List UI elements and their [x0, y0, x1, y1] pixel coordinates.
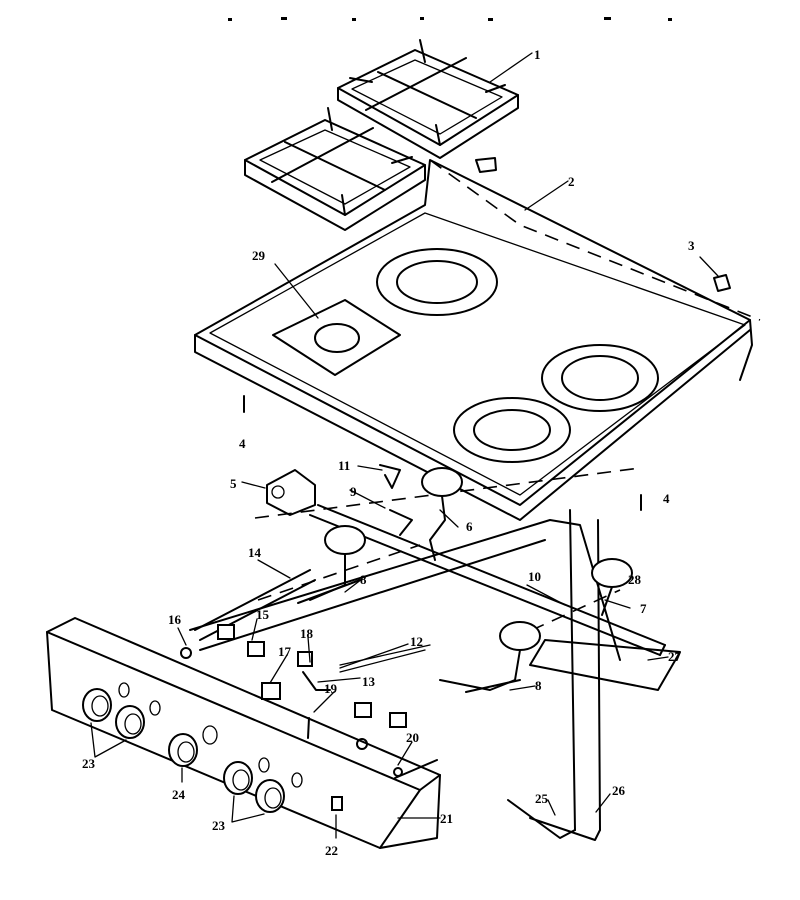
label-12: 12 — [410, 634, 423, 649]
label-22: 22 — [325, 843, 338, 858]
label-15: 15 — [256, 607, 270, 622]
burner-assembly — [180, 464, 681, 841]
burner-head-left — [309, 525, 366, 601]
label-8a: 8 — [360, 572, 367, 587]
burner-grate-right — [337, 39, 519, 159]
label-26: 26 — [612, 783, 626, 798]
knob-23d — [255, 779, 285, 813]
label-24: 24 — [172, 787, 186, 802]
burner-head-6 — [421, 467, 463, 561]
label-23b: 23 — [212, 818, 226, 833]
screw-4 — [243, 395, 642, 511]
label-10: 10 — [528, 569, 541, 584]
knob-23c — [223, 761, 253, 795]
burner-grate-left — [244, 107, 426, 231]
part-labels: 1 2 3 29 4 4 5 6 7 8 8 9 10 11 12 13 14 … — [82, 47, 695, 858]
label-11: 11 — [338, 458, 350, 473]
leader-lines — [90, 52, 719, 839]
label-2: 2 — [568, 174, 575, 189]
burner-head-front — [439, 621, 541, 691]
label-17: 17 — [278, 644, 292, 659]
knob-24 — [168, 733, 198, 767]
label-18: 18 — [300, 626, 314, 641]
label-8b: 8 — [535, 678, 542, 693]
label-23a: 23 — [82, 756, 96, 771]
label-7: 7 — [640, 601, 647, 616]
label-4b: 4 — [663, 491, 670, 506]
label-4a: 4 — [239, 436, 246, 451]
scan-specks — [228, 17, 672, 21]
label-28: 28 — [628, 572, 642, 587]
label-13: 13 — [362, 674, 376, 689]
label-25: 25 — [535, 791, 549, 806]
label-14: 14 — [248, 545, 262, 560]
label-3: 3 — [688, 238, 695, 253]
knob-23a — [82, 688, 112, 722]
label-19: 19 — [324, 681, 338, 696]
label-6: 6 — [466, 519, 473, 534]
label-27: 27 — [668, 649, 682, 664]
label-21: 21 — [440, 811, 453, 826]
knob-23b — [115, 705, 145, 739]
label-20: 20 — [406, 730, 419, 745]
label-5: 5 — [230, 476, 237, 491]
label-1: 1 — [534, 47, 541, 62]
bracket-3 — [475, 157, 731, 292]
label-29: 29 — [252, 248, 266, 263]
cooktop-panel — [194, 159, 761, 521]
label-16: 16 — [168, 612, 182, 627]
control-panel — [46, 617, 441, 849]
regulator-5 — [266, 469, 316, 516]
label-9: 9 — [350, 484, 357, 499]
